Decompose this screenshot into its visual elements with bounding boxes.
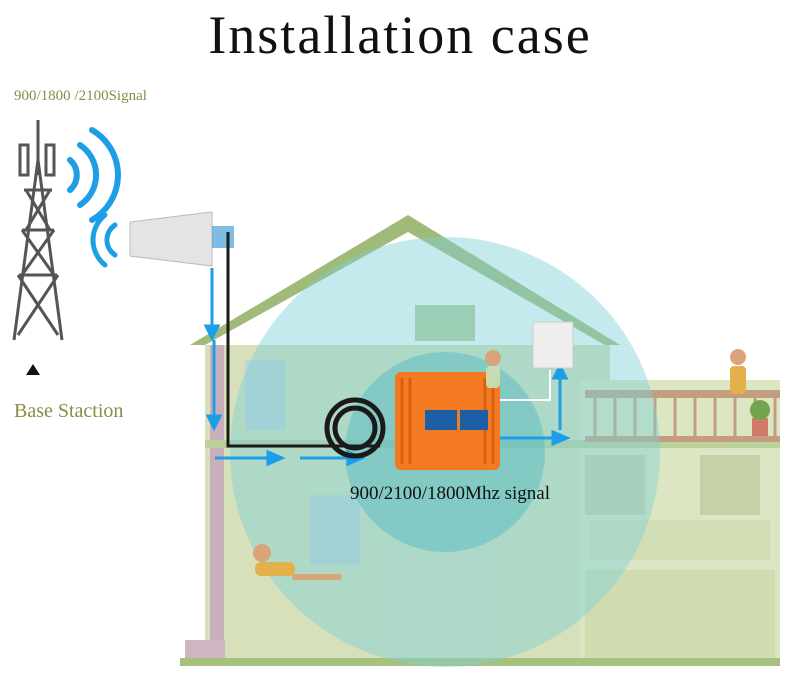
person-working-icon <box>485 350 501 388</box>
signal-booster-icon <box>395 372 500 470</box>
indoor-antenna-icon <box>533 322 573 368</box>
pointer-triangle-icon <box>26 364 40 375</box>
plant-icon <box>750 400 770 436</box>
antenna-receive-waves-icon <box>93 215 115 265</box>
outdoor-antenna-icon <box>130 212 212 266</box>
cell-tower-icon <box>14 120 62 340</box>
chimney <box>210 345 224 658</box>
band-signal-label: 900/2100/1800Mhz signal <box>350 483 550 505</box>
person-balcony-icon <box>730 349 746 394</box>
signal-waves-icon <box>70 130 118 220</box>
